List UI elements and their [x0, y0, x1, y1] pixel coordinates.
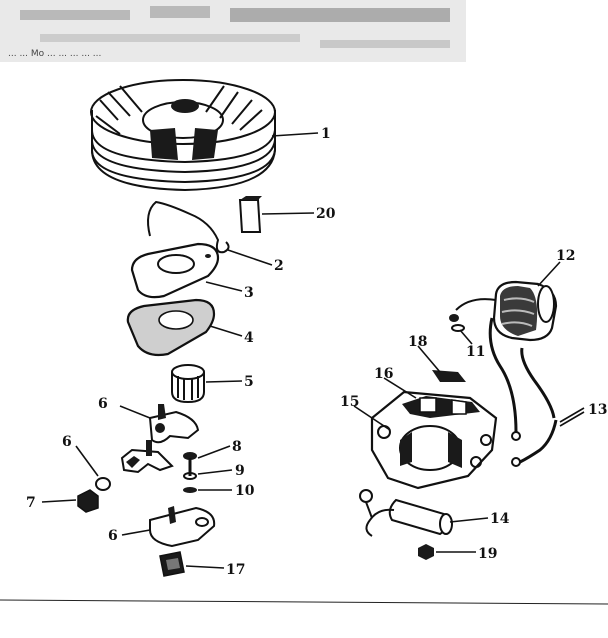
part-support-bracket: [402, 396, 480, 418]
part-flywheel: [90, 79, 276, 192]
bottom-border: [0, 599, 608, 605]
part-gasket: [126, 298, 216, 357]
callout-12: 11: [466, 344, 485, 360]
part-coil-bracket: [432, 370, 466, 382]
callout-6b: 6: [108, 528, 118, 544]
callout-11: 10: [235, 483, 255, 499]
header-strip: ... ... Mo ... ... ... ... ...: [0, 0, 466, 62]
callout-7: 6: [62, 434, 72, 450]
callout-20: 19: [478, 546, 497, 562]
part-cam-sleeve: [171, 364, 205, 404]
part-breaker-plate: [149, 506, 216, 548]
part-key: [238, 196, 262, 233]
part-spring-clip: [147, 200, 230, 254]
callout-13: 12: [556, 248, 575, 264]
callout-2: 2: [274, 258, 284, 274]
callout-3: 3: [244, 285, 254, 301]
part-flat-washer: [183, 487, 197, 493]
callout-1: 1: [321, 126, 331, 142]
callout-8: 7: [26, 495, 36, 511]
part-condenser-nut: [418, 544, 434, 560]
part-condenser: [359, 489, 453, 537]
part-washer: [95, 477, 111, 491]
callout-21: 20: [316, 206, 336, 222]
part-lock-washer: [183, 472, 197, 480]
part-clamp: [159, 551, 185, 577]
callout-19: 18: [408, 334, 427, 350]
part-terminal-bracket: [120, 440, 174, 474]
callout-9: 8: [232, 439, 242, 455]
part-dust-cover: [130, 242, 220, 299]
callout-15: 14: [490, 511, 510, 527]
callout-18: 17: [226, 562, 245, 578]
callout-10: 9: [235, 463, 245, 479]
callout-6a: 6: [98, 396, 108, 412]
callout-4: 4: [244, 330, 254, 346]
part-coil-screw: [449, 314, 465, 332]
callout-5: 5: [244, 374, 254, 390]
part-leads: [488, 317, 558, 467]
part-nut: [77, 489, 99, 513]
callout-14: 13: [588, 402, 607, 418]
part-ignition-coil: [455, 280, 558, 342]
part-stator-plate: [370, 390, 498, 490]
callout-17: 16: [374, 366, 393, 382]
header-caption: ... ... Mo ... ... ... ... ...: [8, 49, 101, 59]
callout-16: 15: [340, 394, 359, 410]
part-breaker-arm: [148, 404, 200, 444]
